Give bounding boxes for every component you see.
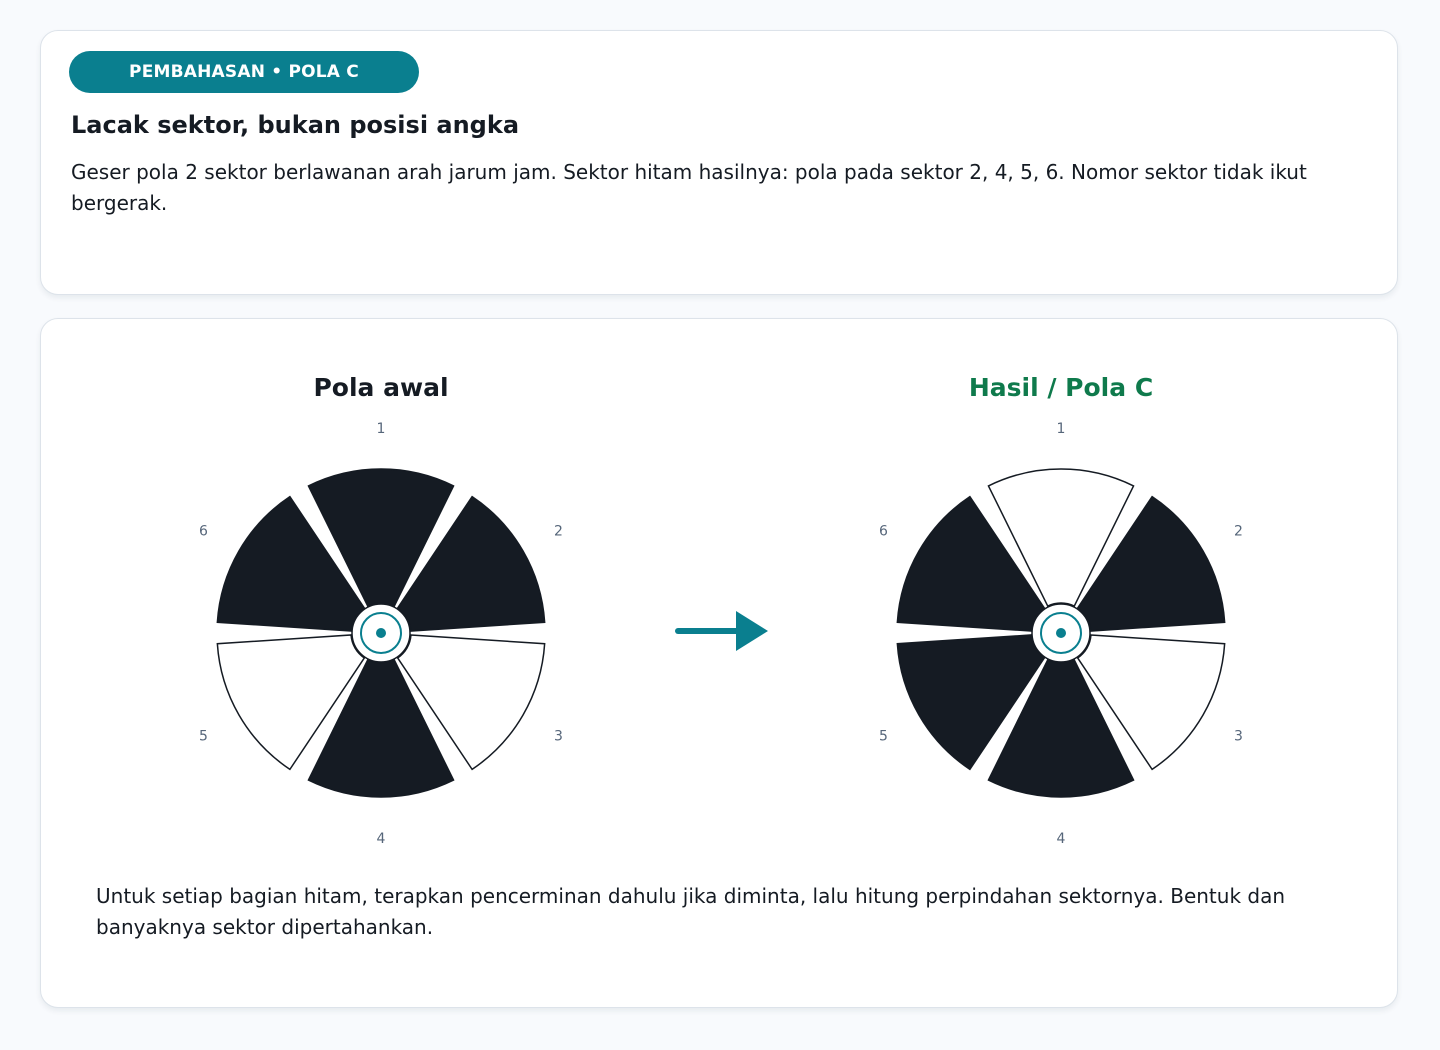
panel-result-pattern: Hasil / Pola C 1 2 3 4 5 6 <box>879 373 1243 847</box>
sector-label-2: 2 <box>1234 524 1243 540</box>
sector-2-filled <box>396 495 546 632</box>
sector-label-3: 3 <box>1234 729 1243 745</box>
explanation-card: PEMBAHASAN • POLA C Lacak sektor, bukan … <box>40 30 1398 295</box>
section-badge: PEMBAHASAN • POLA C <box>69 51 419 93</box>
pattern-diagram: Pola awal 1 2 3 4 5 6 Hasil / Pola C 1 2 3 4 5 6 <box>199 373 1243 847</box>
sector-4-filled <box>987 658 1135 798</box>
sector-label-5: 5 <box>199 729 208 745</box>
panel-title-result: Hasil / Pola C <box>969 373 1153 402</box>
sector-label-4: 4 <box>1057 831 1066 847</box>
center-dot-icon <box>351 603 411 663</box>
center-dot-icon <box>1031 603 1091 663</box>
sector-label-1: 1 <box>377 421 386 437</box>
sector-4-filled <box>307 658 455 798</box>
diagram-card: Pola awal 1 2 3 4 5 6 Hasil / Pola C 1 2 3 4 5 6 U… <box>40 318 1398 1008</box>
sector-1-filled <box>307 468 455 608</box>
arrow-right-icon <box>675 611 768 651</box>
sector-3-empty <box>1076 634 1226 771</box>
sector-1-empty <box>987 468 1135 608</box>
sector-label-1: 1 <box>1057 421 1066 437</box>
sector-label-4: 4 <box>377 831 386 847</box>
sector-6-filled <box>216 495 366 632</box>
sector-label-3: 3 <box>554 729 563 745</box>
sector-5-empty <box>216 634 366 771</box>
sector-label-5: 5 <box>879 729 888 745</box>
sector-label-6: 6 <box>879 524 888 540</box>
sector-3-empty <box>396 634 546 771</box>
sector-label-2: 2 <box>554 524 563 540</box>
panel-title-initial: Pola awal <box>313 373 448 402</box>
sector-5-filled <box>896 634 1046 771</box>
explanation-title: Lacak sektor, bukan posisi angka <box>71 111 520 139</box>
sector-2-filled <box>1076 495 1226 632</box>
sector-6-filled <box>896 495 1046 632</box>
sector-label-6: 6 <box>199 524 208 540</box>
panel-initial-pattern: Pola awal 1 2 3 4 5 6 <box>199 373 563 847</box>
explanation-text: Geser pola 2 sektor berlawanan arah jaru… <box>71 160 1307 215</box>
footnote-text: Untuk setiap bagian hitam, terapkan penc… <box>96 884 1286 939</box>
